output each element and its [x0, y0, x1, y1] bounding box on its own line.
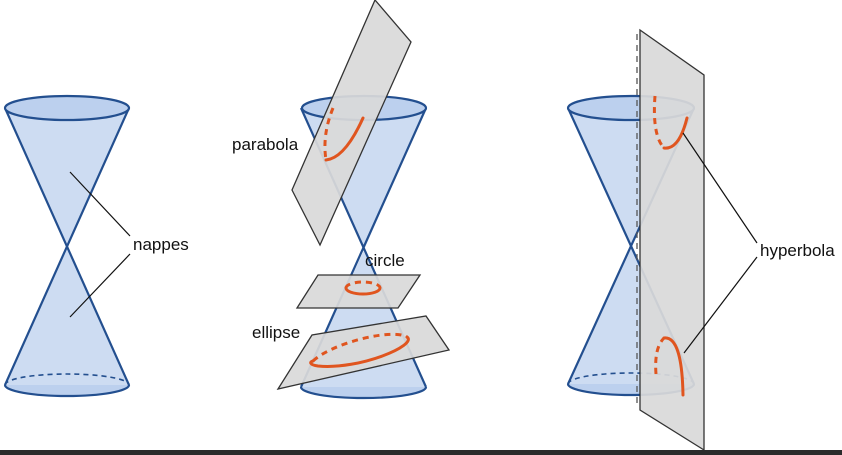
hyperbola-cutting-plane [639, 28, 705, 452]
leader-line [682, 132, 758, 244]
lower-nappe [5, 248, 129, 385]
lower-nappe-base-visible [3, 384, 131, 398]
hyperbola-upper-branch [662, 116, 689, 150]
circle-hidden-half [344, 280, 382, 289]
double-cone-nappes [3, 94, 131, 398]
upper-nappe-rim [3, 94, 131, 122]
hyperbola-leaders [682, 132, 758, 354]
bottom-border-bar [0, 450, 842, 455]
cone-edge [3, 107, 131, 386]
lower-nappe-base-hidden [567, 372, 695, 385]
hyperbola-lower-hidden [654, 336, 666, 375]
ellipse-cutting-plane [276, 315, 451, 390]
lower-nappe-base-hidden [4, 373, 130, 386]
ellipse-curve [309, 335, 410, 368]
leader-line [69, 171, 131, 237]
hyperbola-label: hyperbola [760, 241, 835, 260]
upper-nappe [5, 108, 129, 248]
parabola-label: parabola [232, 135, 299, 154]
leader-line [69, 253, 131, 318]
parabola-cutting-plane [291, 0, 412, 247]
ellipse-hidden-half [311, 332, 408, 363]
nappes-label: nappes [133, 235, 189, 254]
parabola-curve [324, 116, 365, 162]
hyperbola-lower-branch [662, 336, 685, 397]
parabola-hidden-segment [323, 107, 335, 161]
circle-cutting-plane [295, 274, 422, 309]
nappes-leaders [69, 171, 131, 318]
lower-nappe-base-visible [299, 386, 428, 400]
circle-curve [344, 286, 382, 296]
circle-label: circle [365, 251, 405, 270]
ellipse-label: ellipse [252, 323, 300, 342]
leader-line [683, 256, 758, 354]
hyperbola-upper-hidden [652, 95, 666, 150]
